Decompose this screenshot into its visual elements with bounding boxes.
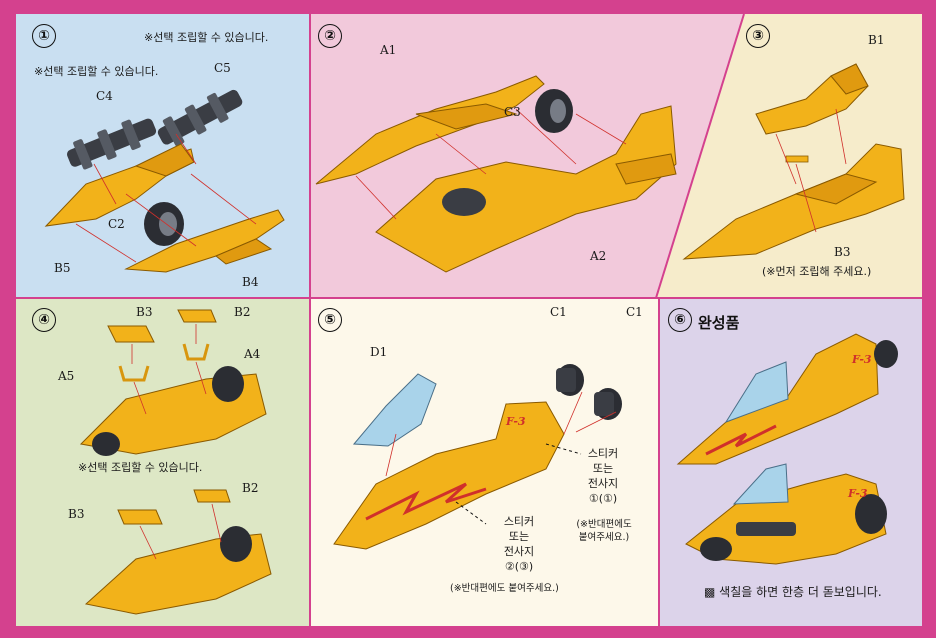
part-label-a5: A5 xyxy=(58,369,75,383)
body xyxy=(682,143,905,260)
panel-2-drawing xyxy=(315,75,677,273)
sticker-text: 전사지 xyxy=(503,545,535,558)
part-label-b3: B3 xyxy=(136,305,153,319)
step-number: ⑤ xyxy=(318,308,342,332)
part-label-c4: C4 xyxy=(96,89,113,103)
part-label-b3: B3 xyxy=(68,507,85,521)
step-number: ③ xyxy=(746,24,770,48)
part-a4 xyxy=(182,343,210,361)
decal-f3: F-3 xyxy=(852,353,872,366)
part-label-c5: C5 xyxy=(214,61,231,75)
part-label-b5: B5 xyxy=(54,261,71,275)
part-b2 xyxy=(177,309,217,323)
sticker-note-left: (※반대편에도 붙여주세요.) xyxy=(450,583,559,594)
part-b3 xyxy=(117,509,163,525)
part-b2 xyxy=(193,489,231,503)
decal-stripe xyxy=(365,482,487,521)
instruction-sheet: ① ※선택 조립할 수 있습니다. ※선택 조립할 수 있습니다. C5 C4 … xyxy=(16,14,922,626)
part-c4 xyxy=(67,118,157,170)
part-label-a2: A2 xyxy=(590,249,607,263)
guide-lines xyxy=(75,133,257,263)
part-c3-wheel xyxy=(535,89,573,133)
guide-lines xyxy=(775,108,847,233)
sticker-text: 스티커 xyxy=(587,447,619,460)
panel-5-drawing xyxy=(333,364,622,550)
guide-lines xyxy=(131,324,222,560)
optional-assembly-note: ※선택 조립할 수 있습니다. xyxy=(34,65,159,78)
sticker-text: 또는 xyxy=(592,462,614,475)
part-label-b3: B3 xyxy=(834,245,851,259)
guide-lines xyxy=(385,391,617,477)
decal-f3: F-3 xyxy=(848,487,868,500)
divider xyxy=(655,14,745,299)
part-label-c1: C1 xyxy=(550,305,567,319)
sticker-note-right: (※반대편에도 붙여주세요.) xyxy=(566,518,642,544)
part-c1 xyxy=(556,364,584,396)
panel-6-drawing xyxy=(676,333,898,565)
part-label-c2: C2 xyxy=(108,217,125,231)
step-number: ④ xyxy=(32,308,56,332)
paint-tip-footer: ▩ 색칠을 하면 한층 더 돋보입니다. xyxy=(704,585,882,599)
panel-backgrounds xyxy=(16,14,922,626)
decal-stripe xyxy=(705,424,777,456)
assemble-first-note: (※먼저 조립해 주세요.) xyxy=(762,265,872,278)
part-label-b4: B4 xyxy=(242,275,259,289)
sticker-callout-right: 스티커 또는 전사지 ①(①) xyxy=(568,446,638,506)
sticker-text: 전사지 xyxy=(587,477,619,490)
part-label-c1: C1 xyxy=(626,305,643,319)
part-a1 xyxy=(315,75,545,185)
part-label-c3: C3 xyxy=(504,105,521,119)
step-number: ② xyxy=(318,24,342,48)
canopy xyxy=(732,463,789,505)
completed-title: 완성품 xyxy=(698,314,740,332)
panel-1-drawing xyxy=(44,89,285,273)
step-number: ① xyxy=(32,24,56,48)
panel-3-drawing xyxy=(682,63,905,260)
step-number: ⑥ xyxy=(668,308,692,332)
sticker-text: ②(③) xyxy=(504,560,534,573)
sticker-note: (※반대편에도 xyxy=(576,519,632,530)
sticker-text: ①(①) xyxy=(588,492,618,505)
part-a5 xyxy=(118,365,150,382)
part-label-a4: A4 xyxy=(244,347,261,361)
sticker-leader xyxy=(455,443,582,525)
optional-assembly-note: ※선택 조립할 수 있습니다. xyxy=(78,461,203,474)
sticker-callout-left: 스티커 또는 전사지 ②(③) xyxy=(484,514,554,574)
part-c2-wheel xyxy=(144,202,184,246)
body xyxy=(333,401,565,550)
sticker-text: 스티커 xyxy=(503,515,535,528)
canopy xyxy=(724,361,789,423)
guide-lines xyxy=(355,108,627,220)
sticker-text: 또는 xyxy=(508,530,530,543)
optional-assembly-note: ※선택 조립할 수 있습니다. xyxy=(144,31,269,44)
part-d1 xyxy=(352,373,437,447)
part-c5 xyxy=(157,89,243,147)
part-label-a1: A1 xyxy=(380,43,397,57)
sticker-note: 붙여주세요.) xyxy=(578,532,630,543)
part-c1 xyxy=(594,388,622,420)
part-b3 xyxy=(107,325,155,343)
part-a2 xyxy=(375,105,677,273)
panel-4-drawing xyxy=(79,309,272,615)
part-label-d1: D1 xyxy=(370,345,388,359)
part-b4 xyxy=(124,209,285,273)
part-label-b1: B1 xyxy=(868,33,885,47)
part-label-b2: B2 xyxy=(242,481,259,495)
part-label-b2: B2 xyxy=(234,305,251,319)
decal-f3: F-3 xyxy=(506,415,526,428)
